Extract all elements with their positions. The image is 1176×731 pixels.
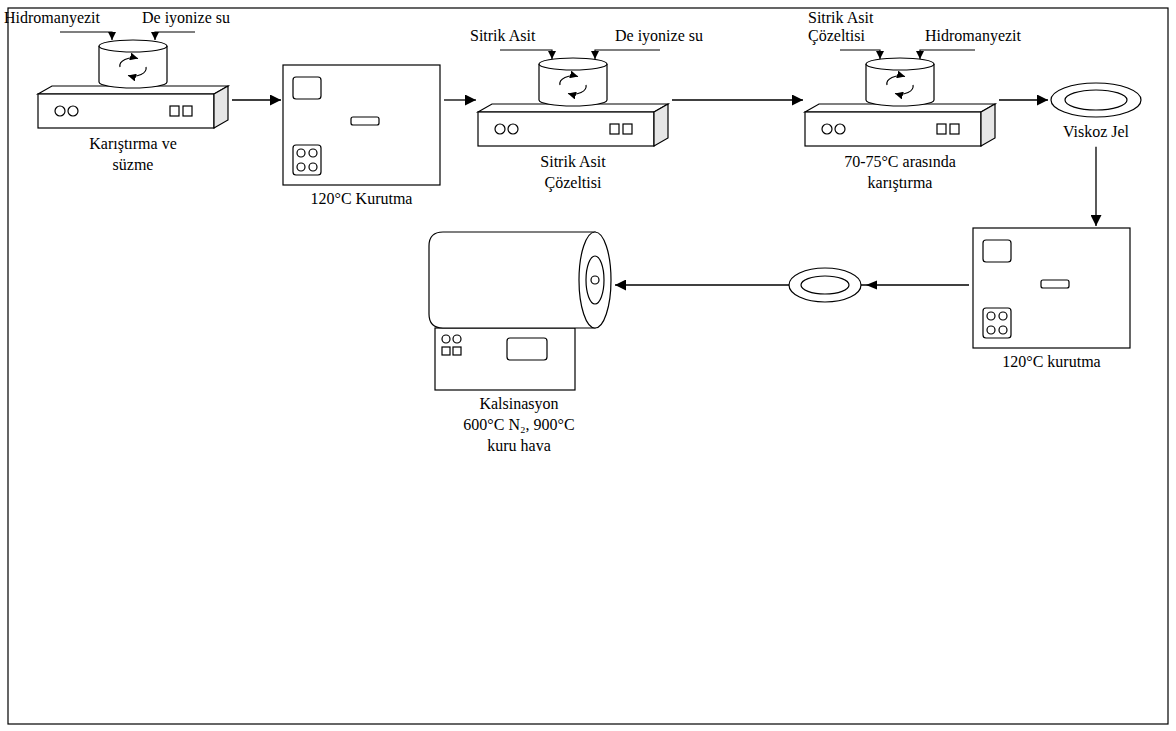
input-label: De iyonize su	[615, 27, 725, 45]
flow-arrow	[999, 99, 1048, 100]
input-arrow	[920, 50, 975, 59]
dish-icon	[1050, 82, 1142, 118]
step-caption: Kalsinasyon 600°C N₂, 900°C kuru hava	[463, 394, 575, 456]
input-label: Sitrik Asit Çözeltisi	[808, 9, 893, 46]
furnace-icon	[425, 228, 613, 390]
input-arrow	[155, 32, 195, 40]
stirrer-icon	[478, 58, 668, 148]
input-label: Hidromanyezit	[4, 9, 114, 27]
stirrer-node: Sitrik Asit Çözeltisi	[478, 58, 668, 196]
frame	[8, 8, 1168, 724]
step-caption: 120°C Kurutma	[283, 189, 440, 210]
stirrer-icon	[805, 58, 995, 148]
flow-arrow	[444, 99, 476, 100]
step-caption: 70-75°C arasında karıştırma	[833, 152, 968, 194]
furnace-node: Kalsinasyon 600°C N₂, 900°C kuru hava	[425, 228, 613, 458]
stirrer-node: Karıştırma ve süzme	[38, 40, 228, 178]
input-arrow	[595, 50, 660, 59]
input-label: Sitrik Asit	[470, 27, 560, 45]
oven-icon	[283, 65, 440, 185]
petri-dish	[789, 268, 877, 302]
step-caption: Sitrik Asit Çözeltisi	[528, 152, 618, 194]
input-arrow	[60, 32, 112, 40]
flow-arrow	[672, 99, 803, 100]
oven-node: 120°C kurutma	[973, 228, 1130, 375]
oven-node: 120°C Kurutma	[283, 65, 440, 212]
stirrer-node: 70-75°C arasında karıştırma	[805, 58, 995, 196]
arrow-head	[866, 281, 877, 290]
step-caption: Viskoz Jel	[1050, 122, 1142, 143]
oven-icon	[973, 228, 1130, 348]
flow-arrow	[1095, 147, 1096, 226]
input-arrow	[840, 50, 880, 59]
input-label: De iyonize su	[142, 9, 252, 27]
stirrer-icon	[38, 40, 228, 130]
flow-arrow	[232, 99, 281, 100]
input-label: Hidromanyezit	[925, 27, 1035, 45]
dish-node: Viskoz Jel	[1050, 82, 1142, 145]
step-caption: 120°C kurutma	[973, 352, 1130, 373]
step-caption: Karıştırma ve süzme	[78, 134, 188, 176]
input-arrow	[500, 50, 552, 59]
